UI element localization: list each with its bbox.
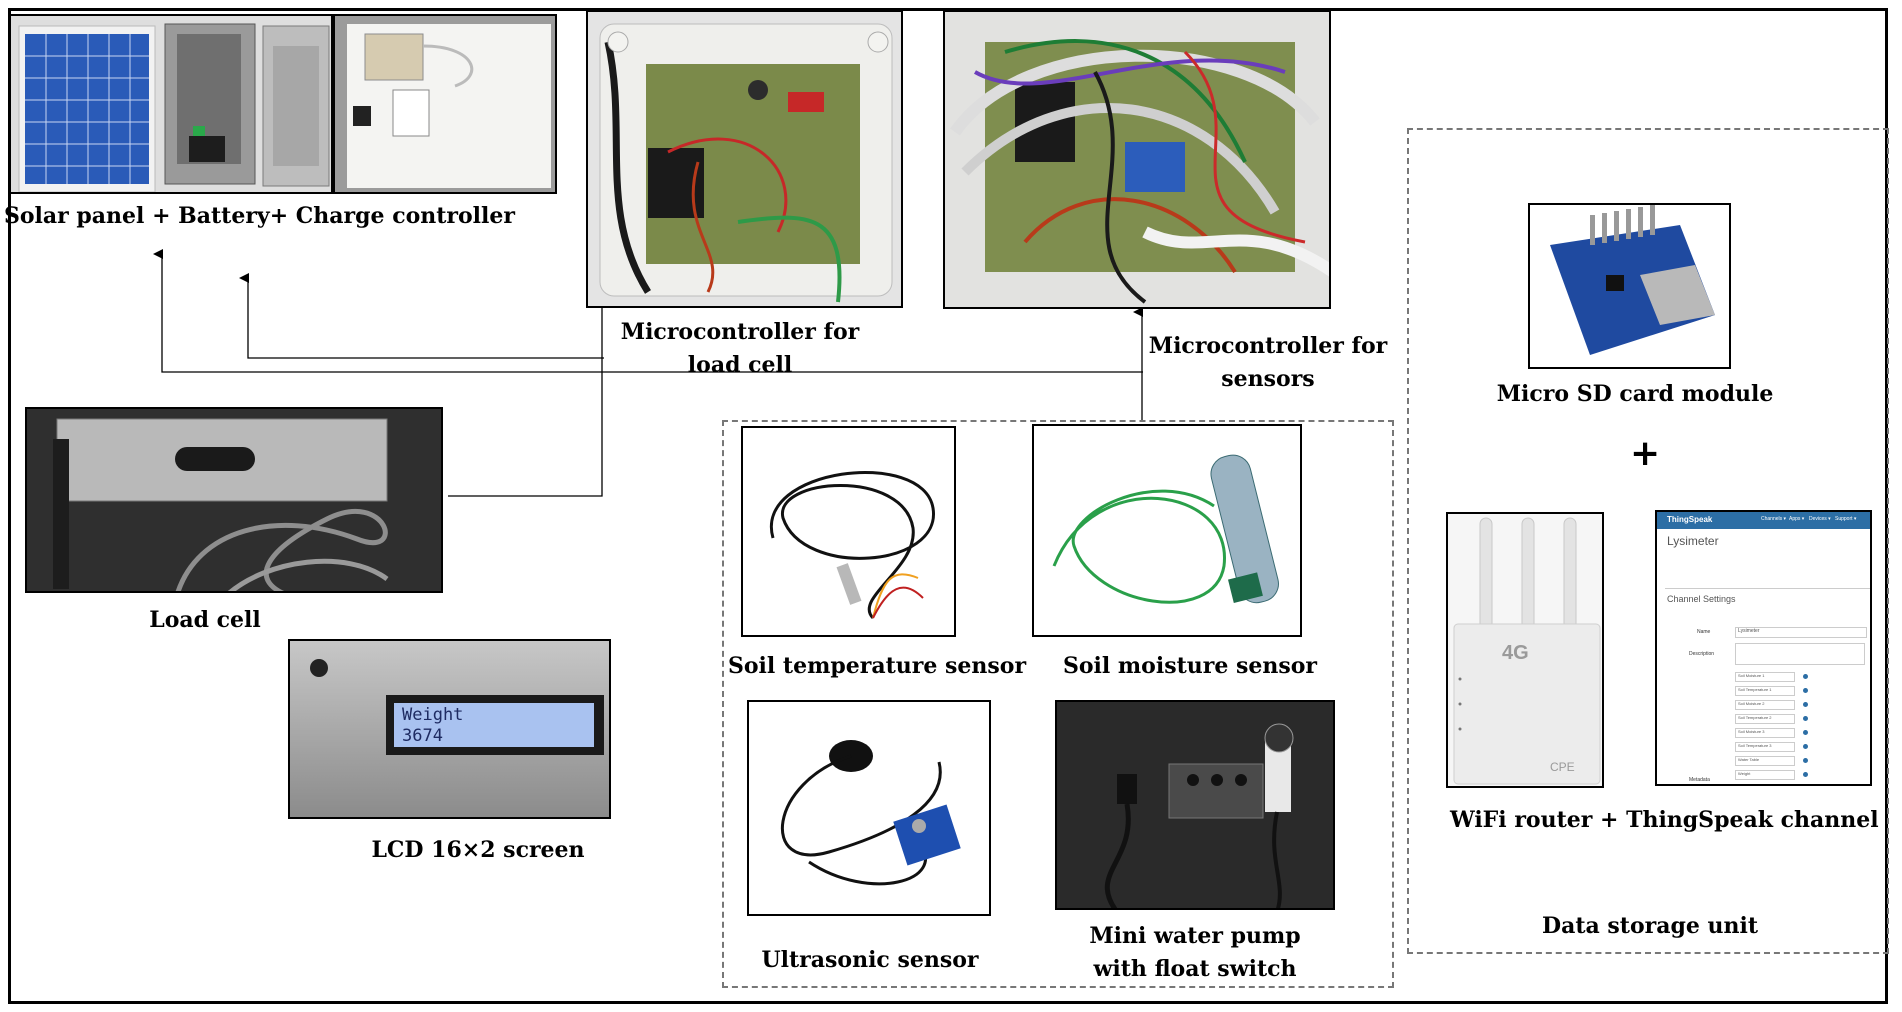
caption-sd-card: Micro SD card module — [1496, 381, 1774, 407]
lcd-line1: Weight — [402, 705, 464, 725]
plus-sign: + — [1630, 433, 1661, 474]
caption-mcu-loadcell-line1: Microcontroller for — [620, 319, 860, 345]
mcu-loadcell-photo — [586, 10, 903, 308]
charge-controller-photo — [333, 14, 557, 194]
caption-solar: Solar panel + Battery+ Charge controller — [4, 203, 515, 229]
thingspeak-name-label: Name — [1697, 629, 1711, 635]
thingspeak-screenshot: ThingSpeak Channels ▾ Apps ▾ Devices ▾ S… — [1655, 510, 1872, 786]
sensors-group-box — [722, 420, 1394, 988]
thingspeak-nav-channels[interactable]: Channels ▾ — [1761, 516, 1787, 522]
thingspeak-field-input[interactable]: Soil Moisture 1 — [1735, 672, 1795, 682]
caption-load-cell: Load cell — [149, 607, 261, 633]
caption-data-storage: Data storage unit — [1541, 913, 1759, 939]
thingspeak-metadata-label: Metadata — [1689, 777, 1710, 783]
load-cell-photo — [25, 407, 443, 593]
caption-mcu-sensors-line2: sensors — [1221, 366, 1315, 392]
thingspeak-field-input[interactable]: Soil Moisture 2 — [1735, 700, 1795, 710]
thingspeak-field-input[interactable]: Soil Temperature 3 — [1735, 742, 1795, 752]
lcd-screen: Weight 3674 — [394, 703, 594, 747]
thingspeak-field-input[interactable]: Soil Temperature 1 — [1735, 686, 1795, 696]
thingspeak-nav-support[interactable]: Support ▾ — [1835, 516, 1857, 522]
sd-card-module-photo — [1528, 203, 1731, 369]
caption-router-thingspeak: WiFi router + ThingSpeak channel — [1450, 807, 1879, 833]
soil-moisture-sensor-photo — [1032, 424, 1302, 637]
thingspeak-settings-heading: Channel Settings — [1667, 594, 1736, 604]
router-brand: 4G — [1502, 642, 1529, 664]
caption-mcu-sensors: Microcontroller for sensors — [1138, 330, 1398, 396]
thingspeak-field-input[interactable]: Water Table — [1735, 756, 1795, 766]
data-storage-box — [1407, 128, 1889, 954]
thingspeak-field-row: Weight — [1735, 770, 1863, 784]
thingspeak-nav-devices[interactable]: Devices ▾ — [1809, 516, 1831, 522]
water-pump-photo — [1055, 700, 1335, 910]
caption-lcd: LCD 16×2 screen — [371, 837, 585, 863]
thingspeak-name-input[interactable]: Lysimeter — [1735, 627, 1867, 638]
thingspeak-field-input[interactable]: Soil Temperature 2 — [1735, 714, 1795, 724]
caption-mcu-loadcell: Microcontroller for load cell — [600, 316, 880, 382]
caption-soil-moisture: Soil moisture sensor — [1062, 653, 1318, 679]
wifi-router-photo: 4G CPE — [1446, 512, 1604, 788]
lcd-photo: Weight 3674 — [288, 639, 611, 819]
thingspeak-field-row: Soil Moisture 3 — [1735, 728, 1863, 742]
checkbox-icon[interactable] — [1803, 716, 1808, 721]
figure-frame — [8, 8, 1888, 1004]
caption-soil-temperature: Soil temperature sensor — [728, 653, 1027, 679]
checkbox-icon[interactable] — [1803, 702, 1808, 707]
checkbox-icon[interactable] — [1803, 758, 1808, 763]
thingspeak-field-input[interactable]: Weight — [1735, 770, 1795, 780]
checkbox-icon[interactable] — [1803, 744, 1808, 749]
thingspeak-description-label: Description — [1689, 651, 1715, 657]
thingspeak-nav-apps[interactable]: Apps ▾ — [1789, 516, 1805, 522]
checkbox-icon[interactable] — [1803, 730, 1808, 735]
thingspeak-description-input[interactable] — [1735, 643, 1865, 665]
thingspeak-field-row: Water Table — [1735, 756, 1863, 770]
thingspeak-logo: ThingSpeak — [1667, 515, 1713, 524]
caption-ultrasonic: Ultrasonic sensor — [761, 947, 979, 973]
thingspeak-field-input[interactable]: Soil Moisture 3 — [1735, 728, 1795, 738]
caption-mcu-loadcell-line2: load cell — [687, 352, 793, 378]
thingspeak-field-list: Soil Moisture 1 Soil Temperature 1 Soil … — [1735, 672, 1863, 784]
thingspeak-field-row: Soil Temperature 2 — [1735, 714, 1863, 728]
thingspeak-tabs — [1665, 578, 1870, 589]
caption-water-pump: Mini water pump with float switch — [1075, 920, 1315, 986]
checkbox-icon[interactable] — [1803, 674, 1808, 679]
checkbox-icon[interactable] — [1803, 688, 1808, 693]
checkbox-icon[interactable] — [1803, 772, 1808, 777]
thingspeak-channel-name: Lysimeter — [1667, 534, 1719, 548]
thingspeak-field-row: Soil Temperature 1 — [1735, 686, 1863, 700]
thingspeak-field-row: Soil Temperature 3 — [1735, 742, 1863, 756]
caption-mcu-sensors-line1: Microcontroller for — [1148, 333, 1388, 359]
ultrasonic-sensor-photo — [747, 700, 991, 916]
mcu-sensors-photo — [943, 10, 1331, 309]
solar-panel-photo — [9, 14, 333, 194]
thingspeak-field-row: Soil Moisture 2 — [1735, 700, 1863, 714]
caption-water-pump-line1: Mini water pump — [1089, 923, 1301, 949]
router-model: CPE — [1550, 760, 1575, 774]
thingspeak-header: ThingSpeak Channels ▾ Apps ▾ Devices ▾ S… — [1657, 512, 1870, 529]
soil-temperature-sensor-photo — [741, 426, 956, 637]
thingspeak-field-row: Soil Moisture 1 — [1735, 672, 1863, 686]
lcd-line2: 3674 — [402, 726, 443, 746]
caption-water-pump-line2: with float switch — [1093, 956, 1297, 982]
